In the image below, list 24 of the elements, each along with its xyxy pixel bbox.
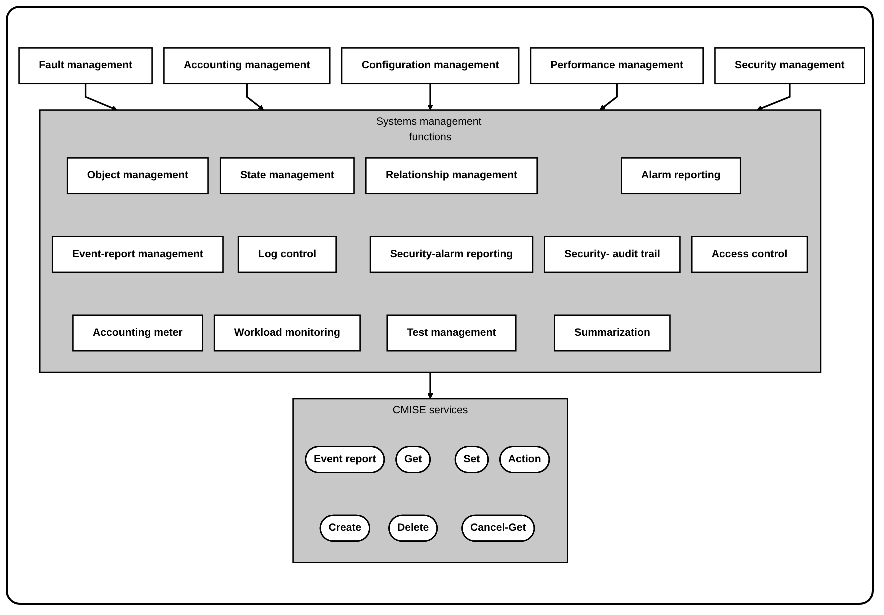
node-box: Object management [66,158,209,195]
node-box: Test management [386,314,517,352]
node-box: Security- audit trail [544,236,681,274]
arrow [428,372,434,400]
arrow [84,84,118,111]
node-box: Event-report management [52,236,224,274]
arrow [600,84,618,111]
node-box: Security management [714,48,866,85]
node-box: Performance management [530,48,704,85]
arrow [246,84,264,111]
node-box: State management [220,158,355,195]
node-box: Accounting meter [72,314,204,352]
arrow [756,84,791,112]
node-box: Workload monitoring [214,314,361,352]
node-box: Summarization [554,314,671,352]
node-box: Fault management [18,48,153,85]
arrow [428,84,434,111]
node-box: Accounting management [164,48,331,85]
node-box: Alarm reporting [621,158,742,195]
node-box: Security-alarm reporting [370,236,534,274]
node-box: Relationship management [365,158,538,195]
node-box: Log control [238,236,337,274]
node-box: Configuration management [341,48,520,85]
node-box: Access control [691,236,808,274]
